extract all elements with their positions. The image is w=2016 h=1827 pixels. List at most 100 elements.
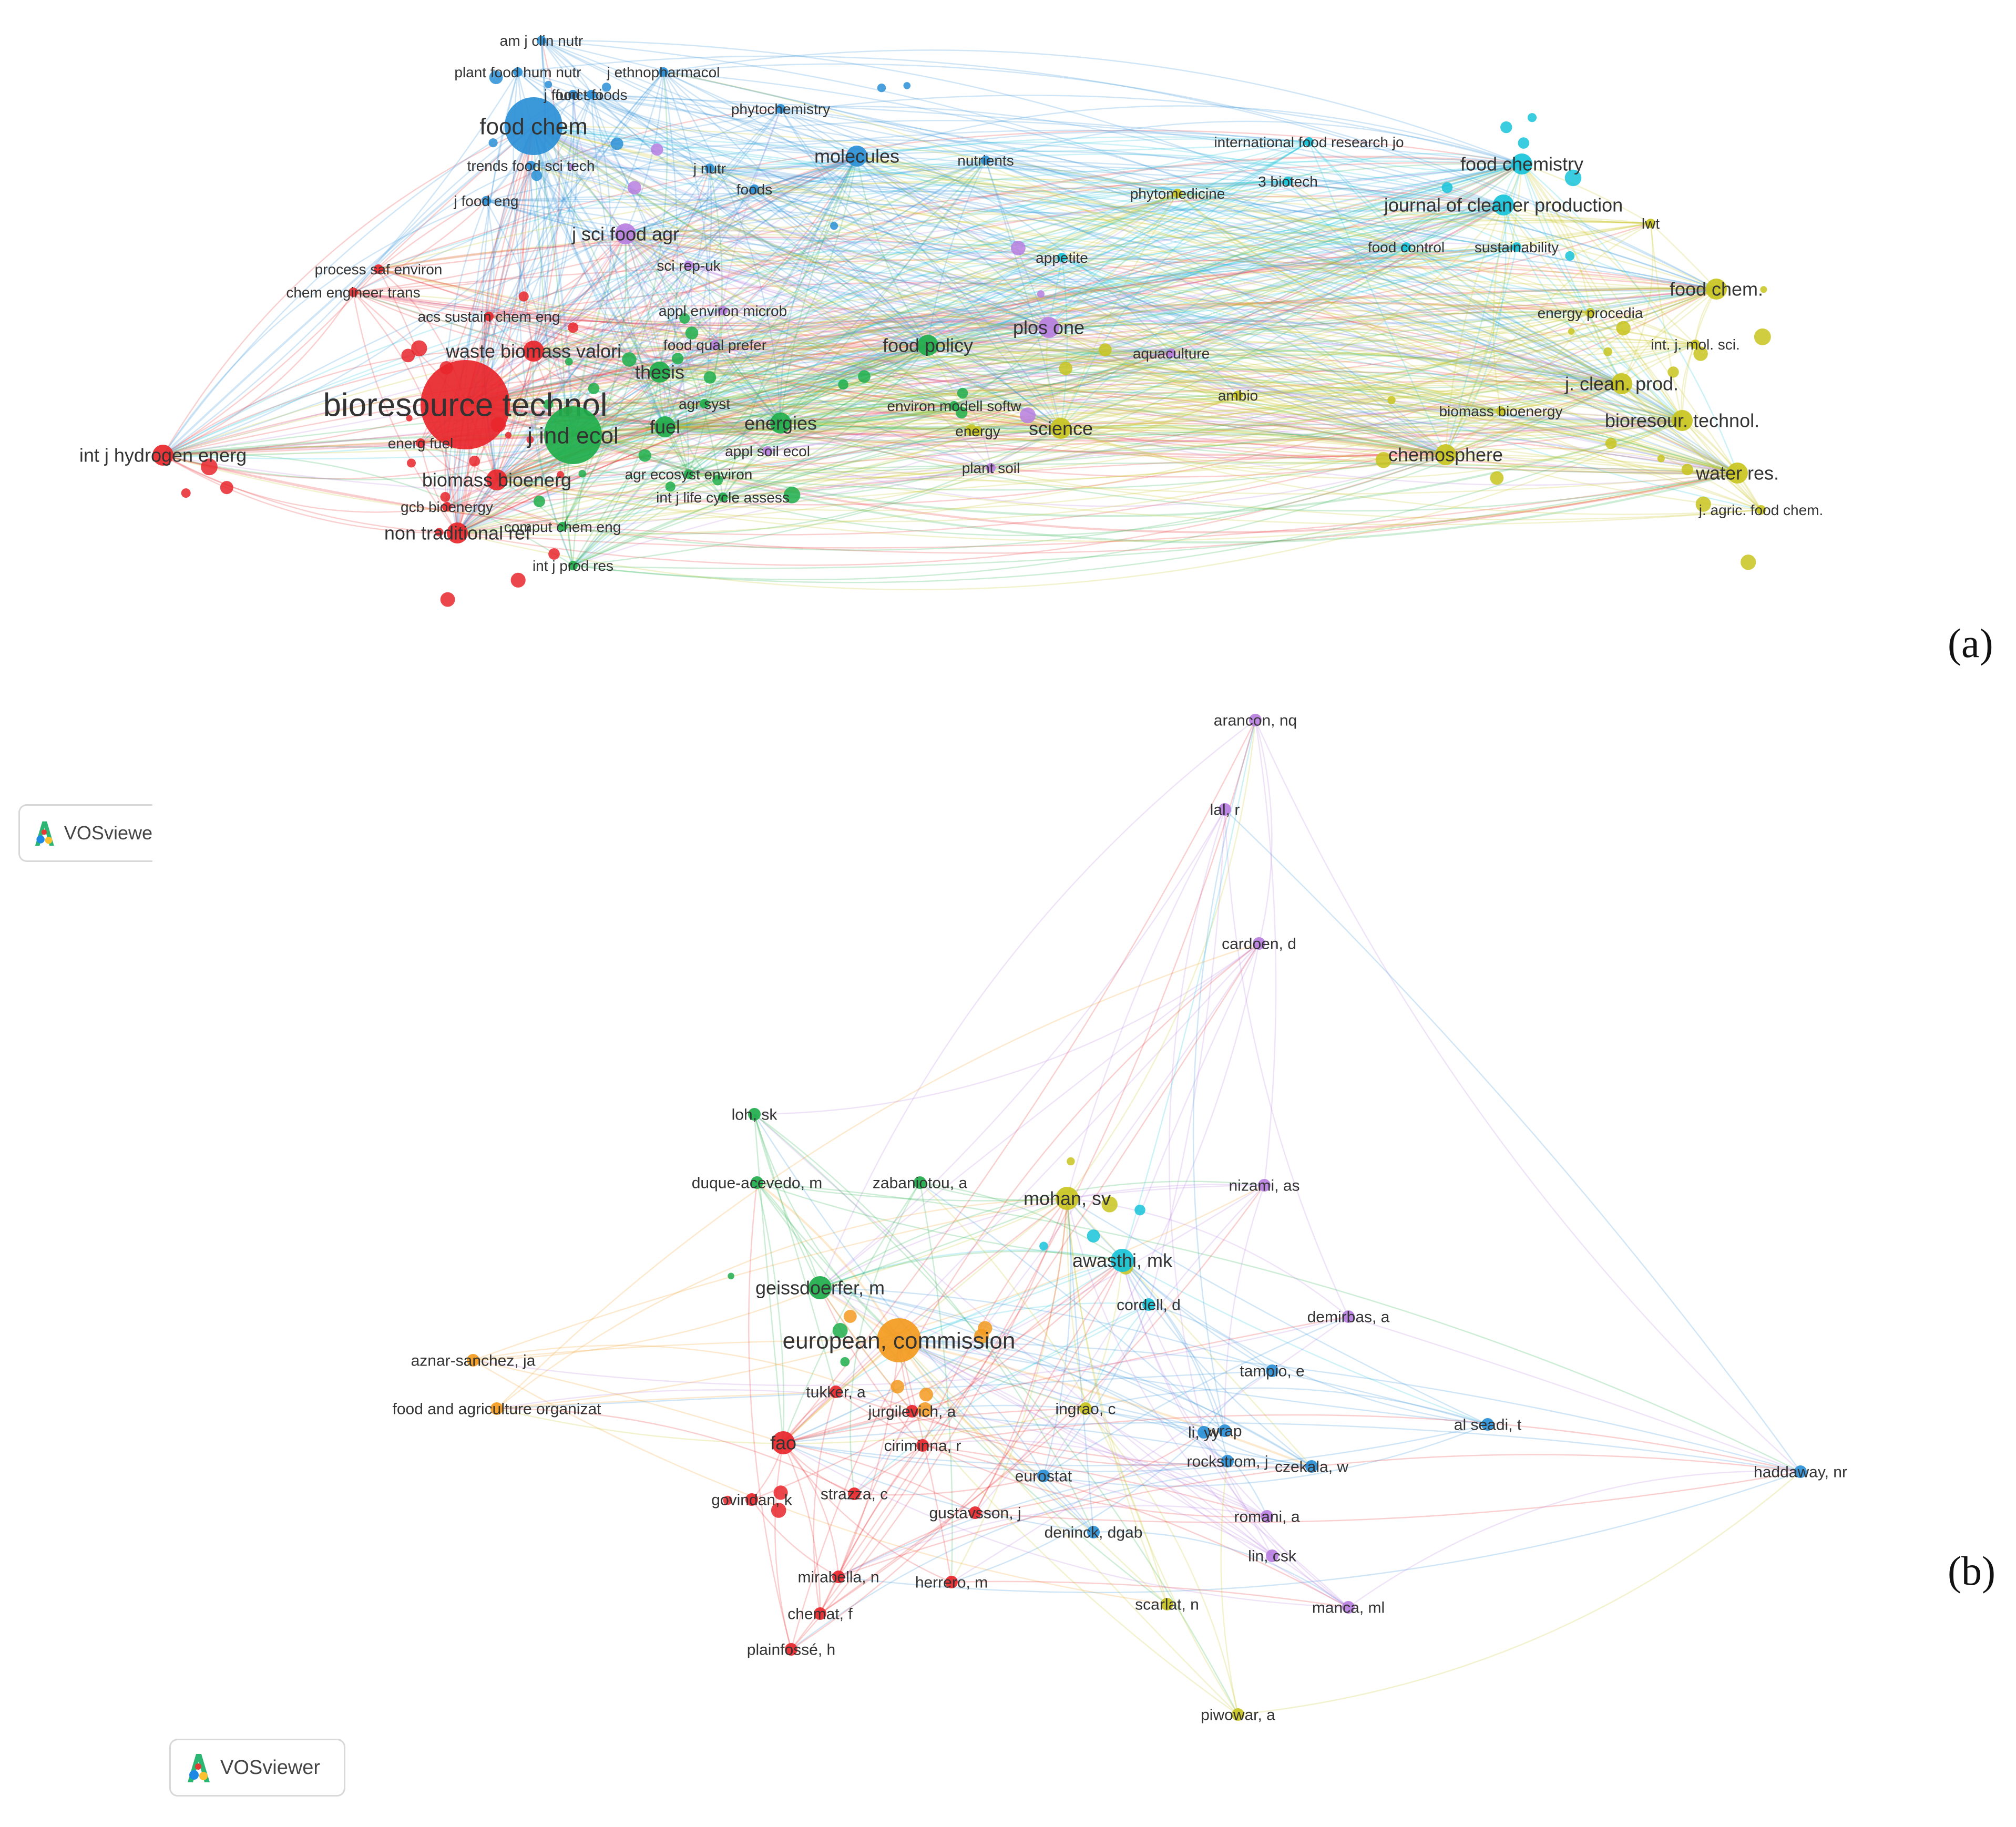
network-node[interactable]: appetite [1036,250,1088,266]
network-node[interactable]: ciriminna, r [884,1438,961,1455]
network-node[interactable]: mohan, sv [1024,1187,1111,1210]
network-node[interactable]: j. clean. prod. [1564,373,1679,395]
network-node[interactable]: j food eng [454,193,519,209]
network-node[interactable]: j nutr [693,160,726,177]
network-node[interactable]: j ethnopharmacol [607,64,720,80]
network-node[interactable]: li, yy [1188,1424,1220,1442]
network-node[interactable]: energy procedia [1538,305,1643,321]
network-node[interactable]: chemat, f [787,1606,853,1623]
network-node[interactable]: zabaniotou, a [873,1175,967,1192]
network-node[interactable]: ingrao, c [1055,1401,1116,1418]
network-node[interactable]: duque-acevedo, m [692,1175,823,1192]
network-node[interactable]: geissdoerfer, m [755,1276,885,1299]
network-node[interactable]: tukker, a [806,1384,866,1401]
network-node[interactable]: j sci food agr [571,223,679,245]
network-node[interactable]: j ind ecol [526,406,619,464]
network-node[interactable]: lwt [1642,215,1660,232]
network-node[interactable]: cordell, d [1117,1297,1181,1314]
network-node[interactable]: fao [770,1431,796,1454]
network-node[interactable]: int j life cycle assess [656,489,790,506]
network-node[interactable]: agr syst [679,396,730,412]
network-node[interactable]: czekala, w [1275,1459,1348,1476]
network-node[interactable]: ambio [1218,387,1258,404]
network-node[interactable]: food chem. [1670,279,1763,300]
network-node[interactable]: loh, sk [732,1106,778,1124]
network-node[interactable]: aznar-sanchez, ja [411,1352,536,1370]
network-node[interactable]: int. j. mol. sci. [1651,336,1740,353]
network-node[interactable]: energ fuel [388,435,454,451]
network-node[interactable]: chem engineer trans [286,284,420,301]
network-node[interactable]: sci rep-uk [657,258,721,274]
network-node[interactable]: demirbas, a [1307,1309,1390,1326]
network-node[interactable]: gcb bioenergy [401,499,493,515]
network-node[interactable]: acs sustain chem eng [418,309,560,325]
network-node[interactable]: 3 biotech [1258,173,1318,190]
network-node[interactable]: energies [744,413,817,434]
network-node[interactable]: process saf environ [315,261,443,278]
network-node[interactable]: int j prod res [533,558,613,574]
network-node[interactable]: plainfossé, h [747,1641,835,1659]
network-node[interactable]: arancon, nq [1214,712,1297,730]
network-node[interactable]: lal, r [1210,802,1240,819]
network-node[interactable]: herrero, m [915,1574,988,1592]
network-node[interactable]: haddaway, nr [1754,1464,1847,1481]
network-node[interactable]: food and agriculture organizat [393,1401,602,1418]
network-node[interactable]: plant soil [962,460,1020,476]
network-node[interactable]: scarlat, n [1135,1596,1199,1614]
network-node[interactable]: water res. [1695,463,1779,484]
network-node[interactable]: mirabella, n [797,1569,879,1586]
network-node[interactable]: tampio, e [1240,1363,1304,1380]
network-node[interactable]: cardoen, d [1222,936,1296,953]
network-node[interactable]: lin, csk [1248,1548,1297,1565]
network-node[interactable]: biomass bioenergy [1439,403,1562,419]
network-node[interactable]: phytochemistry [731,101,830,117]
network-node[interactable]: waste biomass valori [445,341,621,362]
network-node[interactable]: jurgilevich, a [868,1403,956,1421]
network-node[interactable]: agr ecosyst environ [625,466,753,483]
network-node[interactable]: sustainability [1475,239,1559,255]
network-node[interactable]: am j clin nutr [500,33,584,49]
network-node[interactable]: environ modell softw [887,398,1021,414]
network-node[interactable]: appl soil ecol [725,443,810,459]
network-node[interactable]: plos one [1013,317,1084,338]
network-node[interactable]: funct foods [556,87,628,103]
network-node[interactable]: molecules [814,146,899,167]
network-node[interactable]: trends food sci tech [467,158,595,174]
network-node[interactable]: science [1029,418,1093,439]
network-node[interactable]: phytomedicine [1130,186,1225,202]
network-node[interactable]: strazza, c [821,1486,888,1503]
network-node[interactable]: energy [955,423,1000,439]
network-node[interactable]: foods [736,181,773,198]
network-node[interactable]: deninck, dgab [1045,1524,1143,1542]
network-node[interactable]: gustavsson, j [929,1505,1021,1522]
network-node[interactable]: biomass bioenerg [422,469,571,491]
network-node[interactable]: appl environ microb [659,303,787,319]
network-node[interactable]: romani, a [1234,1508,1299,1526]
network-node[interactable]: bioresource technol [323,360,608,449]
network-node[interactable]: aquaculture [1133,345,1210,362]
network-node[interactable]: j. agric. food chem. [1698,502,1824,518]
network-node[interactable]: rockstrom, j [1186,1453,1268,1471]
network-node[interactable]: nutrients [957,152,1014,169]
network-node[interactable]: eurostat [1015,1468,1072,1485]
network-node[interactable]: comput chem eng [504,519,621,535]
network-node[interactable]: food control [1368,239,1445,255]
network-node[interactable]: wrap [1207,1423,1242,1440]
network-node[interactable]: manca, ml [1312,1599,1385,1617]
network-node[interactable]: journal of cleaner production [1384,194,1623,216]
network-node[interactable]: int j hydrogen energ [79,445,247,466]
network-node[interactable]: european, commission [783,1318,1016,1362]
network-node[interactable]: thesis [635,362,684,383]
network-node[interactable]: chemosphere [1388,444,1503,466]
network-node[interactable]: piwowar, a [1201,1707,1275,1724]
network-node[interactable]: non traditional ref [384,522,531,544]
network-node[interactable]: al seadi, t [1454,1417,1522,1434]
network-node[interactable]: food policy [883,335,973,356]
network-node[interactable]: bioresour. technol. [1605,410,1759,432]
network-node[interactable]: govindan, k [711,1492,792,1509]
network-node[interactable]: international food research jo [1214,134,1404,150]
network-node[interactable]: food chemistry [1460,153,1583,175]
network-node[interactable]: plant food hum nutr [454,64,581,80]
network-node[interactable]: awasthi, mk [1072,1249,1173,1272]
network-node[interactable]: food chem [479,97,588,155]
